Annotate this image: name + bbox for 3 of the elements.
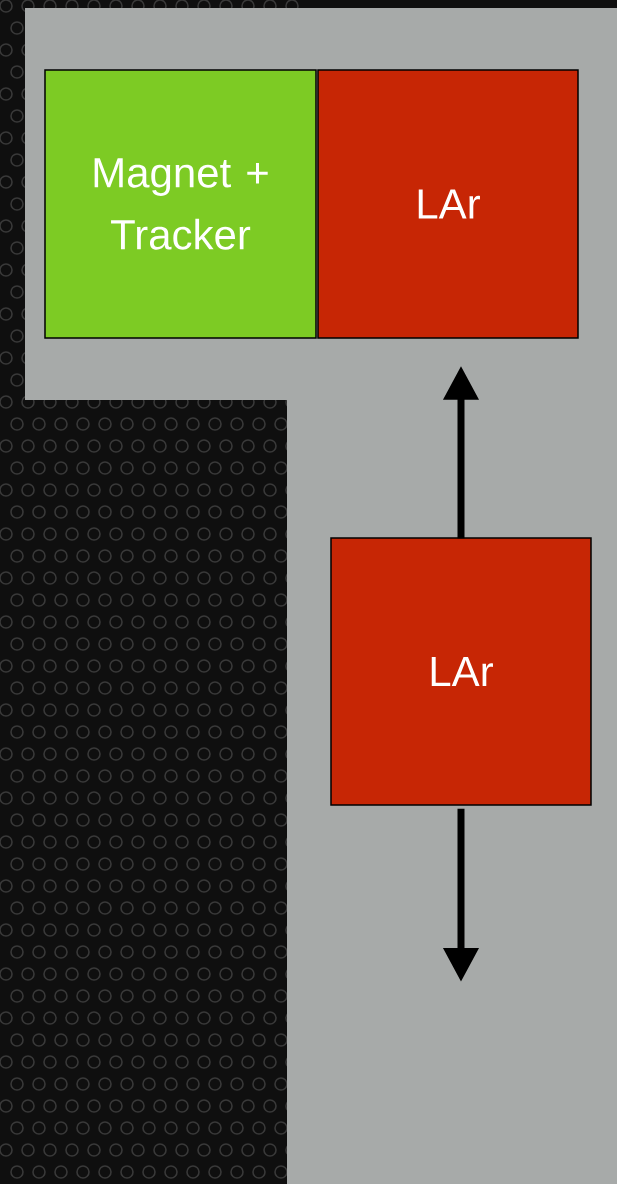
detector-box: LAr xyxy=(317,69,579,339)
detector-box: Magnet + Tracker xyxy=(44,69,317,339)
detector-box: LAr xyxy=(330,537,592,806)
